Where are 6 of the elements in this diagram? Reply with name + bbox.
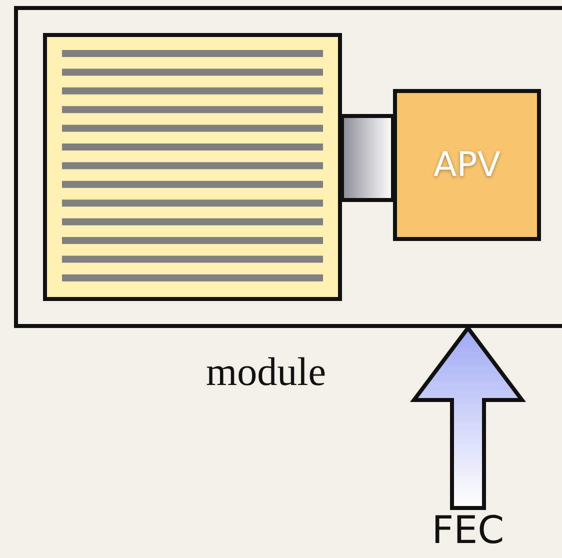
chip-box	[393, 89, 541, 241]
sensor-box	[43, 33, 342, 301]
module-label: module	[206, 348, 326, 395]
chip-label: APV	[433, 145, 501, 185]
connector-band	[340, 114, 395, 202]
fec-label: FEC	[432, 508, 504, 552]
